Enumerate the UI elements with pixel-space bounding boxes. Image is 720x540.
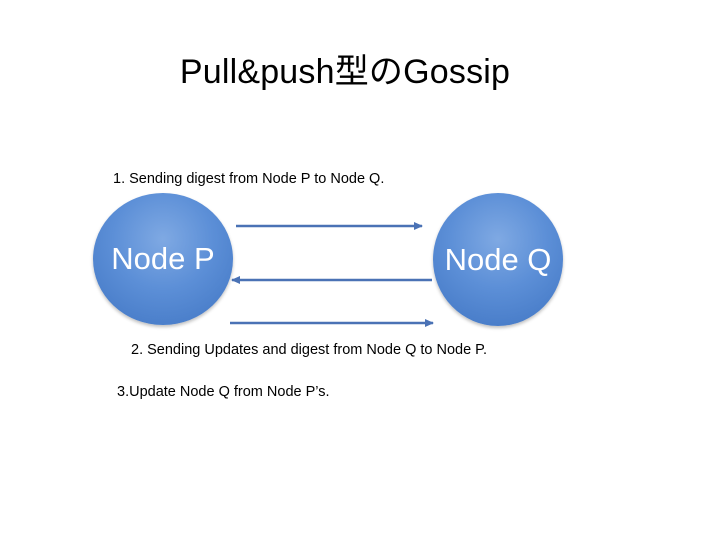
node-p-circle: Node P bbox=[93, 193, 233, 325]
step-1-text: 1. Sending digest from Node P to Node Q. bbox=[113, 171, 385, 187]
slide-title: Pull&push型のGossip bbox=[179, 53, 511, 91]
node-q-label: Node Q bbox=[444, 241, 552, 277]
node-q-circle: Node Q bbox=[433, 193, 563, 326]
node-p-label: Node P bbox=[111, 241, 215, 276]
step-3-text: 3.Update Node Q from Node P’s. bbox=[117, 384, 330, 400]
step-2-text: 2. Sending Updates and digest from Node … bbox=[131, 342, 488, 358]
